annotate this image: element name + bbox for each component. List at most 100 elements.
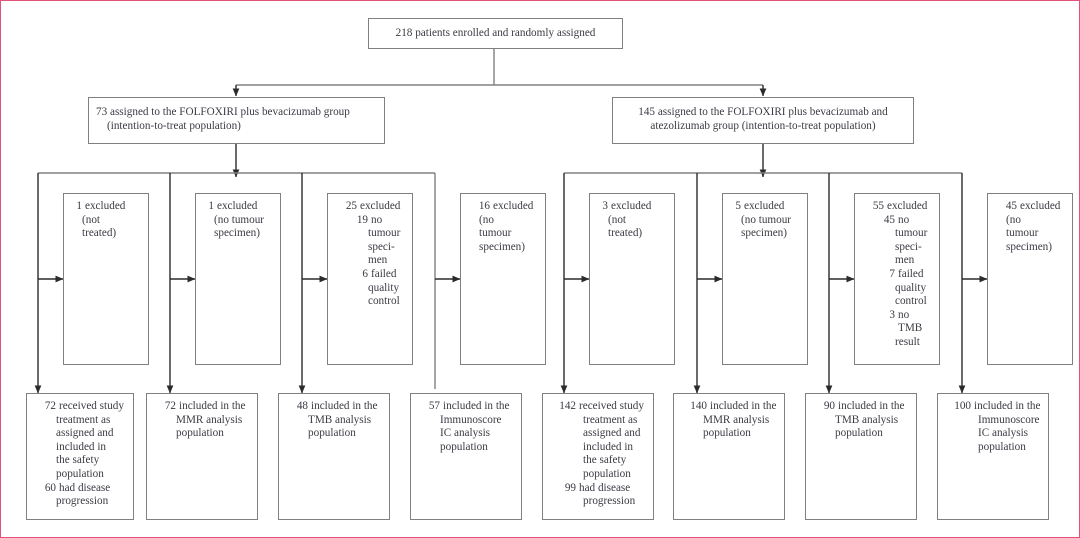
exclusion-7-header: excluded	[887, 200, 928, 212]
outcome-1-line-1: treatment as	[56, 413, 111, 426]
outcome-8-line-3: population	[978, 440, 1026, 453]
outcome-3-line-1: TMB analysis	[308, 413, 372, 426]
outcome-4-line-3: population	[440, 440, 488, 453]
exclusion-7-sub-1-cont-1: tumour	[895, 227, 928, 240]
exclusion-5-header: excluded	[611, 200, 652, 212]
group-box-ffba: 145 assigned to the FOLFOXIRI plus bevac…	[612, 97, 914, 144]
exclusion-5-line-1: (not	[608, 213, 627, 226]
outcome-6-header: included in the	[710, 400, 777, 412]
exclusion-1-line-1: (not	[82, 213, 101, 226]
exclusion-3-sub-2-text: failed	[371, 267, 397, 280]
exclusion-7-sub-2-count: 7	[889, 267, 895, 280]
outcome-1-header: received study	[59, 400, 124, 412]
outcome-6-line-2: population	[703, 427, 751, 440]
outcome-5-sub-1-count: 99	[564, 481, 576, 494]
exclusion-8-line-1: (no	[1006, 213, 1021, 226]
outcome-8-line-2: IC analysis	[978, 427, 1029, 440]
group-ffb-line1: 73 assigned to the FOLFOXIRI plus bevaci…	[96, 106, 350, 118]
exclusion-8-line-3: specimen)	[1006, 240, 1052, 253]
exclusion-8-header: excluded	[1020, 200, 1061, 212]
exclusion-3-sub-1-text: no	[371, 213, 383, 226]
outcome-2-line-2: population	[176, 427, 224, 440]
outcome-6-count: 140	[690, 400, 707, 412]
outcome-2-header: included in the	[179, 400, 246, 412]
outcome-6-line-1: MMR analysis	[703, 413, 770, 426]
exclusion-8-count: 45	[1005, 200, 1017, 212]
outcome-1-sub-1-cont-1: progression	[56, 495, 109, 508]
exclusion-4-line-1: (no	[479, 213, 494, 226]
outcome-5-sub-1-text: had disease	[579, 481, 631, 494]
exclusion-4-line-3: specimen)	[479, 240, 525, 253]
outcome-4-line-1: Immunoscore	[440, 413, 502, 426]
outcome-1-sub-1-count: 60	[44, 481, 56, 494]
exclusion-3-sub-2-cont-1: quality	[368, 281, 400, 294]
outcome-5-header: received study	[579, 400, 644, 412]
group-box-ffb: 73 assigned to the FOLFOXIRI plus bevaci…	[88, 97, 385, 144]
exclusion-7-sub-2-cont-2: control	[895, 295, 927, 308]
outcome-5-count: 142	[559, 400, 576, 412]
exclusion-7-sub-1-cont-3: men	[895, 254, 915, 267]
outcome-4-header: included in the	[443, 400, 510, 412]
exclusion-8-line-2: tumour	[1006, 227, 1039, 240]
outcome-5-line-2: assigned and	[583, 427, 641, 440]
outcome-7-header: included in the	[838, 400, 905, 412]
exclusion-3-sub-1-count: 19	[356, 213, 368, 226]
exclusion-7-sub-1-text: no	[898, 213, 910, 226]
exclusion-7-count: 55	[872, 200, 884, 212]
exclusion-5-count: 3	[602, 200, 608, 212]
exclusion-3-header: excluded	[360, 200, 401, 212]
enrollment-label: 218 patients enrolled and randomly assig…	[395, 27, 596, 40]
exclusion-7-sub-3-count: 3	[889, 308, 895, 321]
enrollment-box: 218 patients enrolled and randomly assig…	[368, 18, 623, 49]
exclusion-7-sub-3-cont-1: result	[895, 335, 920, 348]
outcome-5-line-4: the safety	[583, 454, 627, 467]
exclusion-3-sub-2-cont-2: control	[368, 295, 400, 308]
exclusion-5-line-2: treated)	[608, 227, 643, 240]
outcome-2-count: 72	[164, 400, 176, 412]
exclusion-3-sub-1-cont-2: speci-	[368, 240, 395, 253]
outcome-5-line-1: treatment as	[583, 413, 638, 426]
exclusion-7-sub-3-text: no TMB	[898, 308, 923, 335]
outcome-1-line-2: assigned and	[56, 427, 114, 440]
exclusion-6-header: excluded	[744, 200, 785, 212]
exclusion-3-count: 25	[345, 200, 357, 212]
outcome-8-count: 100	[954, 400, 971, 412]
outcome-7-line-2: population	[835, 427, 883, 440]
group-ffb-line2: (intention-to-treat population)	[107, 119, 241, 132]
outcome-5-line-5: population	[583, 467, 631, 480]
outcome-5-line-3: included in	[583, 440, 634, 453]
exclusion-7-sub-1-count: 45	[883, 213, 895, 226]
exclusion-3-sub-2-count: 6	[362, 267, 368, 280]
exclusion-7-sub-2-text: failed	[898, 267, 924, 280]
group-ffba-line1: 145 assigned to the FOLFOXIRI plus bevac…	[638, 106, 888, 118]
exclusion-4-line-2: tumour	[479, 227, 512, 240]
outcome-3-count: 48	[296, 400, 308, 412]
exclusion-7-sub-2-cont-1: quality	[895, 281, 927, 294]
exclusion-2-line-2: specimen)	[214, 227, 260, 240]
group-ffba-line2: atezolizumab group (intention-to-treat p…	[650, 119, 876, 132]
outcome-1-line-5: population	[56, 467, 104, 480]
outcome-3-header: included in the	[311, 400, 378, 412]
exclusion-2-count: 1	[208, 200, 214, 212]
exclusion-6-line-2: specimen)	[741, 227, 787, 240]
exclusion-6-count: 5	[735, 200, 741, 212]
exclusion-3-sub-1-cont-1: tumour	[368, 227, 401, 240]
outcome-1-count: 72	[44, 400, 56, 412]
outcome-8-line-1: Immunoscore	[978, 413, 1040, 426]
outcome-5-sub-1-cont-1: progression	[583, 495, 636, 508]
outcome-1-line-3: included in	[56, 440, 107, 453]
